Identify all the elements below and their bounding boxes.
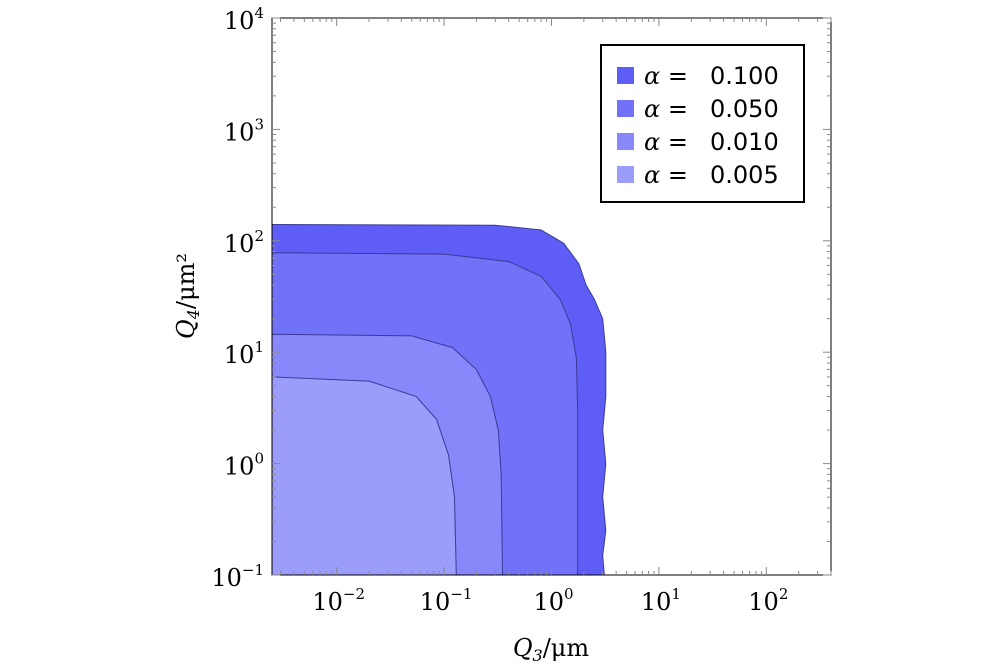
legend: α = 0.100 α = 0.050 α = 0.010 α = 0.005 xyxy=(600,44,805,203)
y-tick-label: 102 xyxy=(224,227,264,258)
legend-label: α = 0.005 xyxy=(644,161,779,189)
y-tick-label: 101 xyxy=(224,338,264,369)
legend-box xyxy=(600,44,805,203)
y-axis-label: Q4/μm² xyxy=(172,253,203,339)
x-tick-label: 10−2 xyxy=(312,585,365,616)
x-axis-label: Q3/μm xyxy=(513,634,590,664)
legend-label: α = 0.100 xyxy=(644,62,779,90)
x-tick-label: 101 xyxy=(641,585,681,616)
y-tick-label: 10−1 xyxy=(211,561,264,592)
legend-swatch xyxy=(617,100,634,117)
x-tick-label: 102 xyxy=(748,585,788,616)
x-tick-labels: 10−2 10−1 100 101 102 xyxy=(312,585,788,616)
contour-regions xyxy=(271,223,607,576)
y-tick-label: 100 xyxy=(224,450,264,481)
x-tick-label: 100 xyxy=(533,585,573,616)
axis-ticks xyxy=(272,17,832,576)
contour-region-4 xyxy=(271,376,457,576)
legend-swatch xyxy=(617,133,634,150)
legend-label: α = 0.010 xyxy=(644,128,779,156)
legend-label: α = 0.050 xyxy=(644,95,779,123)
y-tick-labels: 10−1 100 101 102 103 104 xyxy=(211,4,264,592)
legend-swatch xyxy=(617,67,634,84)
y-tick-label: 103 xyxy=(224,115,264,146)
y-tick-label: 104 xyxy=(224,4,264,35)
x-tick-label: 10−1 xyxy=(420,585,473,616)
legend-swatch xyxy=(617,166,634,183)
